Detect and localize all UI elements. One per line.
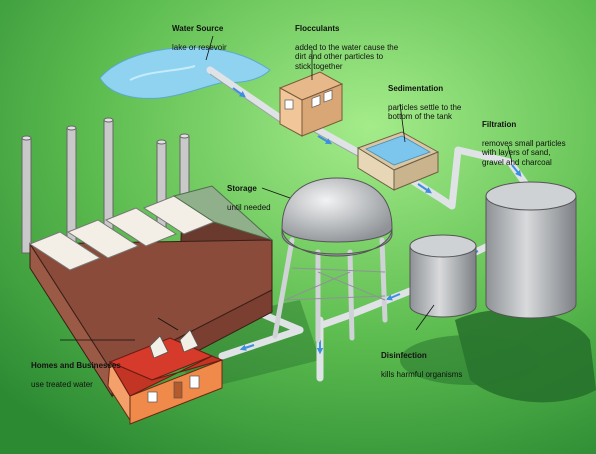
label-homes-and-businesses: Homes and Businesses use treated water — [31, 351, 121, 399]
label-sedimentation: Sedimentation particles settle to the bo… — [388, 74, 461, 131]
label-desc: removes small particles with layers of s… — [482, 138, 566, 167]
label-desc: added to the water cause the dirt and ot… — [295, 42, 399, 71]
flocculants-building — [278, 71, 344, 137]
water-source-lake — [99, 47, 271, 99]
disinfection-tank — [409, 234, 477, 318]
label-desc: particles settle to the bottom of the ta… — [388, 102, 462, 122]
label-storage: Storage until needed — [227, 174, 271, 222]
label-filtration: Filtration removes small particles with … — [482, 110, 566, 177]
label-title: Disinfection — [381, 350, 427, 360]
flow-arrow-icon — [239, 344, 255, 351]
label-disinfection: Disinfection kills harmful organisms — [381, 341, 462, 389]
label-title: Water Source — [172, 23, 224, 33]
label-title: Homes and Businesses — [31, 360, 121, 370]
flow-arrow-icon — [417, 183, 432, 194]
leader-lines — [60, 35, 513, 341]
house — [107, 329, 224, 425]
label-desc: until needed — [227, 202, 271, 212]
flow-arrow-icon — [511, 164, 522, 177]
label-desc: lake or resevoir — [172, 42, 227, 52]
filtration-tank — [485, 181, 577, 319]
storage-water-tower — [272, 177, 393, 343]
sedimentation-tank — [356, 131, 440, 191]
label-desc: kills harmful organisms — [381, 369, 463, 379]
label-title: Flocculants — [295, 23, 340, 33]
label-title: Sedimentation — [388, 83, 444, 93]
label-flocculants: Flocculants added to the water cause the… — [295, 14, 398, 81]
label-water-source: Water Source lake or resevoir — [172, 14, 227, 62]
flow-arrow-icon — [232, 87, 246, 98]
label-title: Filtration — [482, 119, 517, 129]
flow-arrow-icon — [317, 135, 333, 145]
label-title: Storage — [227, 183, 257, 193]
flow-arrow-icon — [385, 293, 401, 301]
label-desc: use treated water — [31, 379, 93, 389]
